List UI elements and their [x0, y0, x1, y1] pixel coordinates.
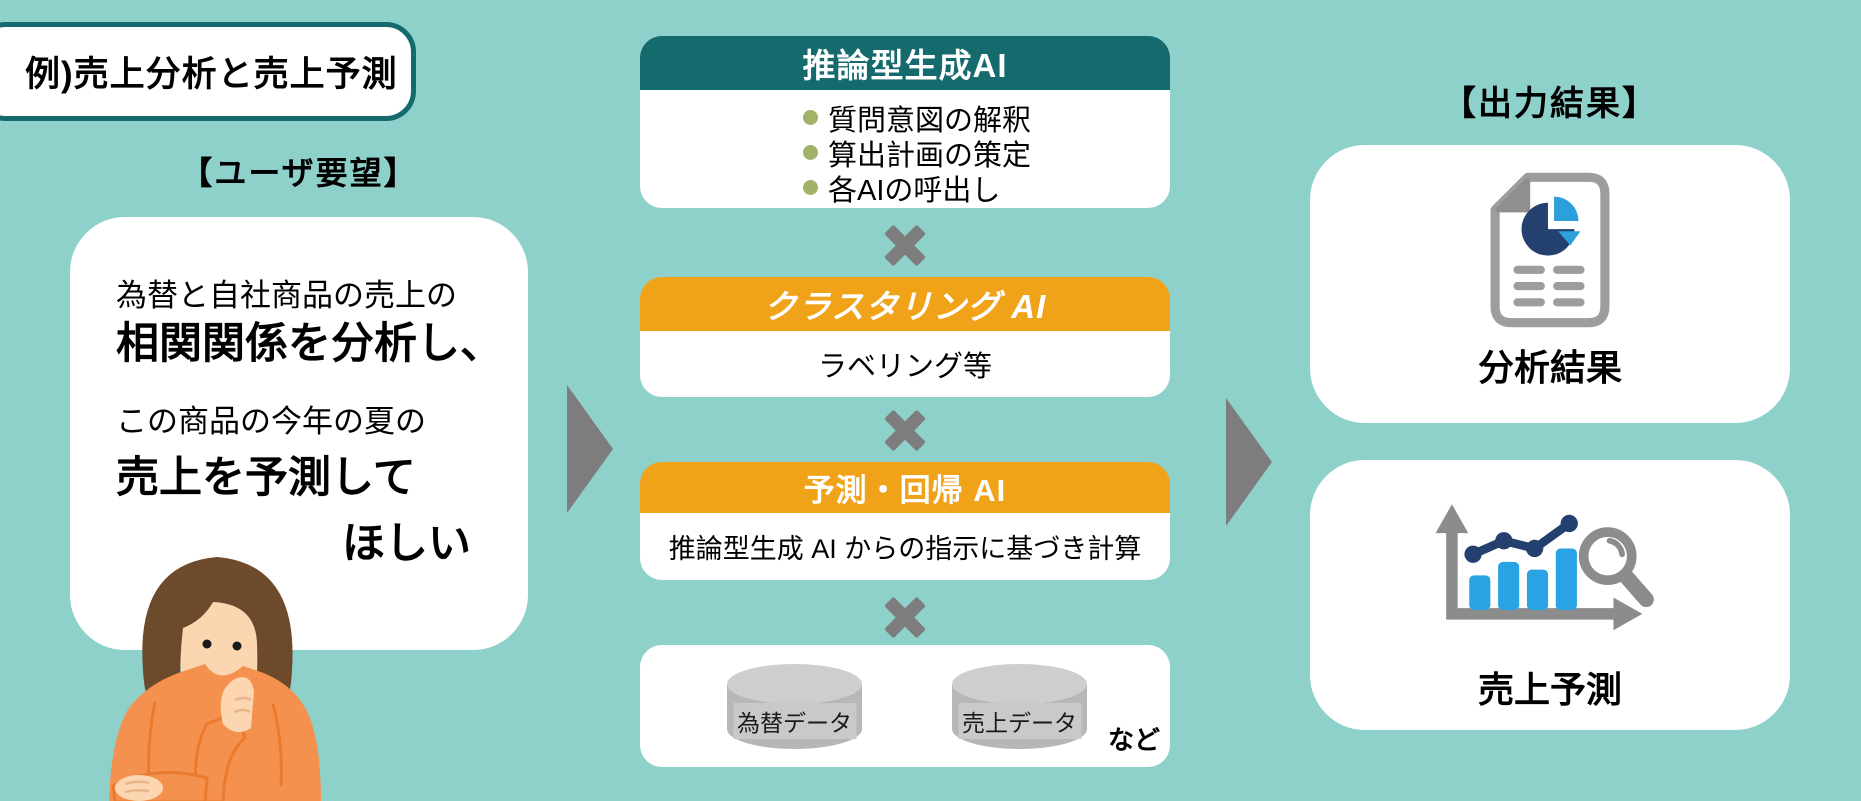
flow-arrow-right-icon — [1226, 398, 1272, 526]
multiply-icon — [882, 594, 928, 640]
exchange-data-cylinder: 為替データ — [722, 659, 867, 754]
reasoning-bullet-row: 質問意図の解釈 — [803, 100, 1170, 137]
example-title: 例)売上分析と売上予測 — [25, 55, 398, 94]
output-heading: 【出力結果】 — [1442, 85, 1658, 123]
report-document-pie-icon — [1490, 172, 1610, 328]
request-line-5: ほしい — [342, 520, 471, 568]
analysis-result-label: 分析結果 — [1477, 347, 1622, 388]
exchange-data-label: 為替データ — [733, 703, 856, 739]
request-line-3: この商品の今年の夏の — [116, 404, 426, 439]
reasoning-bullet-3: 各AIの呼出し — [828, 174, 1001, 207]
clustering-ai-body: ラベリング等 — [640, 331, 1170, 397]
regression-ai-body: 推論型生成 AI からの指示に基づき計算 — [640, 513, 1170, 580]
multiply-icon — [882, 222, 928, 268]
reasoning-bullet-2: 算出計画の策定 — [828, 139, 1032, 172]
reasoning-ai-header: 推論型生成AI — [640, 36, 1170, 90]
clustering-ai-header: クラスタリング AI — [640, 277, 1170, 331]
example-title-box: 例)売上分析と売上予測 — [0, 22, 416, 121]
sales-data-cylinder: 売上データ — [947, 659, 1092, 754]
bullet-dot-icon — [803, 110, 818, 125]
data-sources-box: 為替データ 売上データ など — [640, 645, 1170, 767]
sales-forecast-box: 売上予測 — [1310, 460, 1790, 730]
reasoning-bullet-1: 質問意図の解釈 — [828, 104, 1032, 137]
request-line-2: 相関関係を分析し、 — [116, 320, 503, 368]
etc-label: など — [1107, 725, 1160, 755]
reasoning-bullet-row: 算出計画の策定 — [803, 135, 1170, 172]
regression-ai-box: 予測・回帰 AI 推論型生成 AI からの指示に基づき計算 — [640, 462, 1170, 580]
multiply-icon — [882, 407, 928, 453]
forecast-chart-magnifier-icon — [1435, 504, 1654, 631]
reasoning-ai-box: 推論型生成AI 質問意図の解釈 算出計画の策定 各AIの呼出し — [640, 36, 1170, 208]
sales-forecast-label: 売上予測 — [1477, 669, 1622, 710]
user-request-box: 為替と自社商品の売上の 相関関係を分析し、 この商品の今年の夏の 売上を予測して… — [70, 217, 528, 650]
thinking-person-illustration — [109, 557, 321, 801]
flow-arrow-right-icon — [567, 385, 613, 513]
reasoning-bullet-row: 各AIの呼出し — [803, 170, 1170, 207]
regression-ai-header: 予測・回帰 AI — [640, 462, 1170, 513]
user-request-heading: 【ユーザ要望】 — [180, 155, 418, 191]
request-line-4: 売上を予測して — [116, 454, 416, 502]
bullet-dot-icon — [803, 180, 818, 195]
analysis-result-box: 分析結果 — [1310, 145, 1790, 423]
reasoning-ai-body: 質問意図の解釈 算出計画の策定 各AIの呼出し — [640, 90, 1170, 208]
sales-data-label: 売上データ — [958, 703, 1081, 739]
clustering-ai-box: クラスタリング AI ラベリング等 — [640, 277, 1170, 397]
request-line-1: 為替と自社商品の売上の — [116, 278, 457, 313]
bullet-dot-icon — [803, 145, 818, 160]
